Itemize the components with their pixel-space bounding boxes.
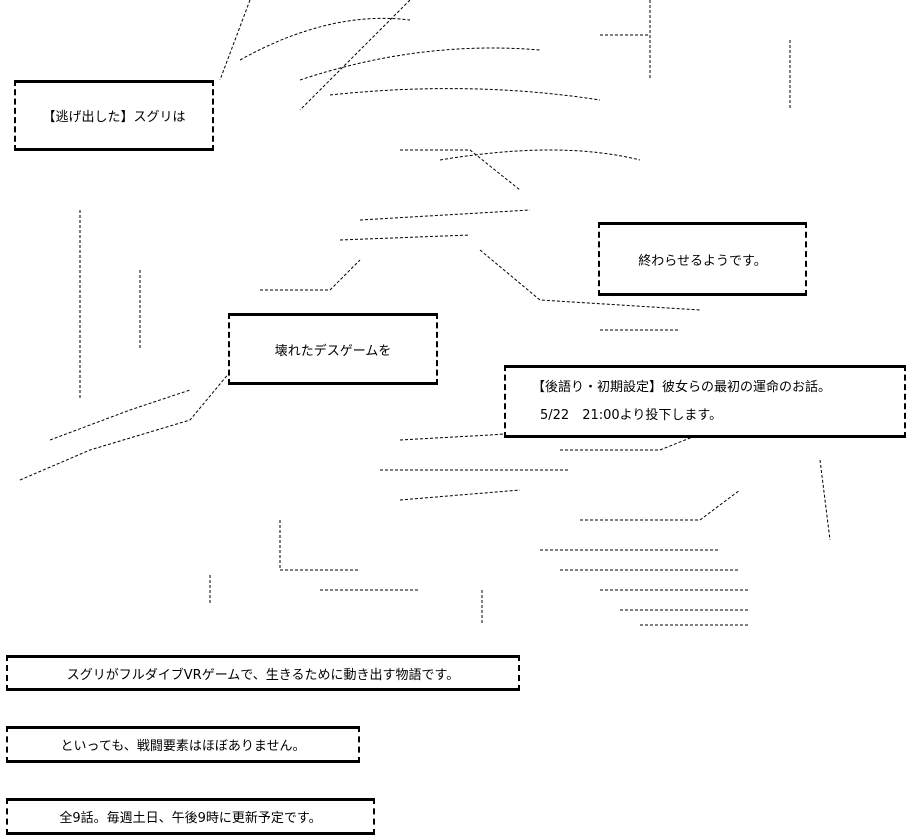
description-box-2: といっても、戦闘要素はほぼありません。 [6, 726, 360, 763]
description-text: といっても、戦闘要素はほぼありません。 [60, 739, 306, 754]
caption-box-1: 【逃げ出した】スグリは [14, 80, 214, 151]
description-text: スグリがフルダイブVRゲームで、生きるために動き出す物語です。 [66, 667, 460, 683]
notice-date: 5/22 21:00より投下します。 [540, 407, 723, 423]
notice-title: 【後語り・初期設定】彼女らの最初の運命のお話。 [532, 379, 832, 395]
notice-box: 【後語り・初期設定】彼女らの最初の運命のお話。 5/22 21:00より投下しま… [504, 365, 906, 438]
description-text: 全9話。毎週土日、午後9時に更新予定です。 [59, 811, 322, 826]
caption-text: 終わらせるようです。 [638, 253, 767, 269]
caption-text: 【逃げ出した】スグリは [42, 110, 186, 125]
caption-box-2: 終わらせるようです。 [598, 222, 807, 296]
description-box-3: 全9話。毎週土日、午後9時に更新予定です。 [6, 798, 375, 835]
caption-box-3: 壊れたデスゲームを [228, 313, 438, 385]
caption-text: 壊れたデスゲームを [274, 343, 392, 359]
description-box-1: スグリがフルダイブVRゲームで、生きるために動き出す物語です。 [6, 655, 520, 691]
